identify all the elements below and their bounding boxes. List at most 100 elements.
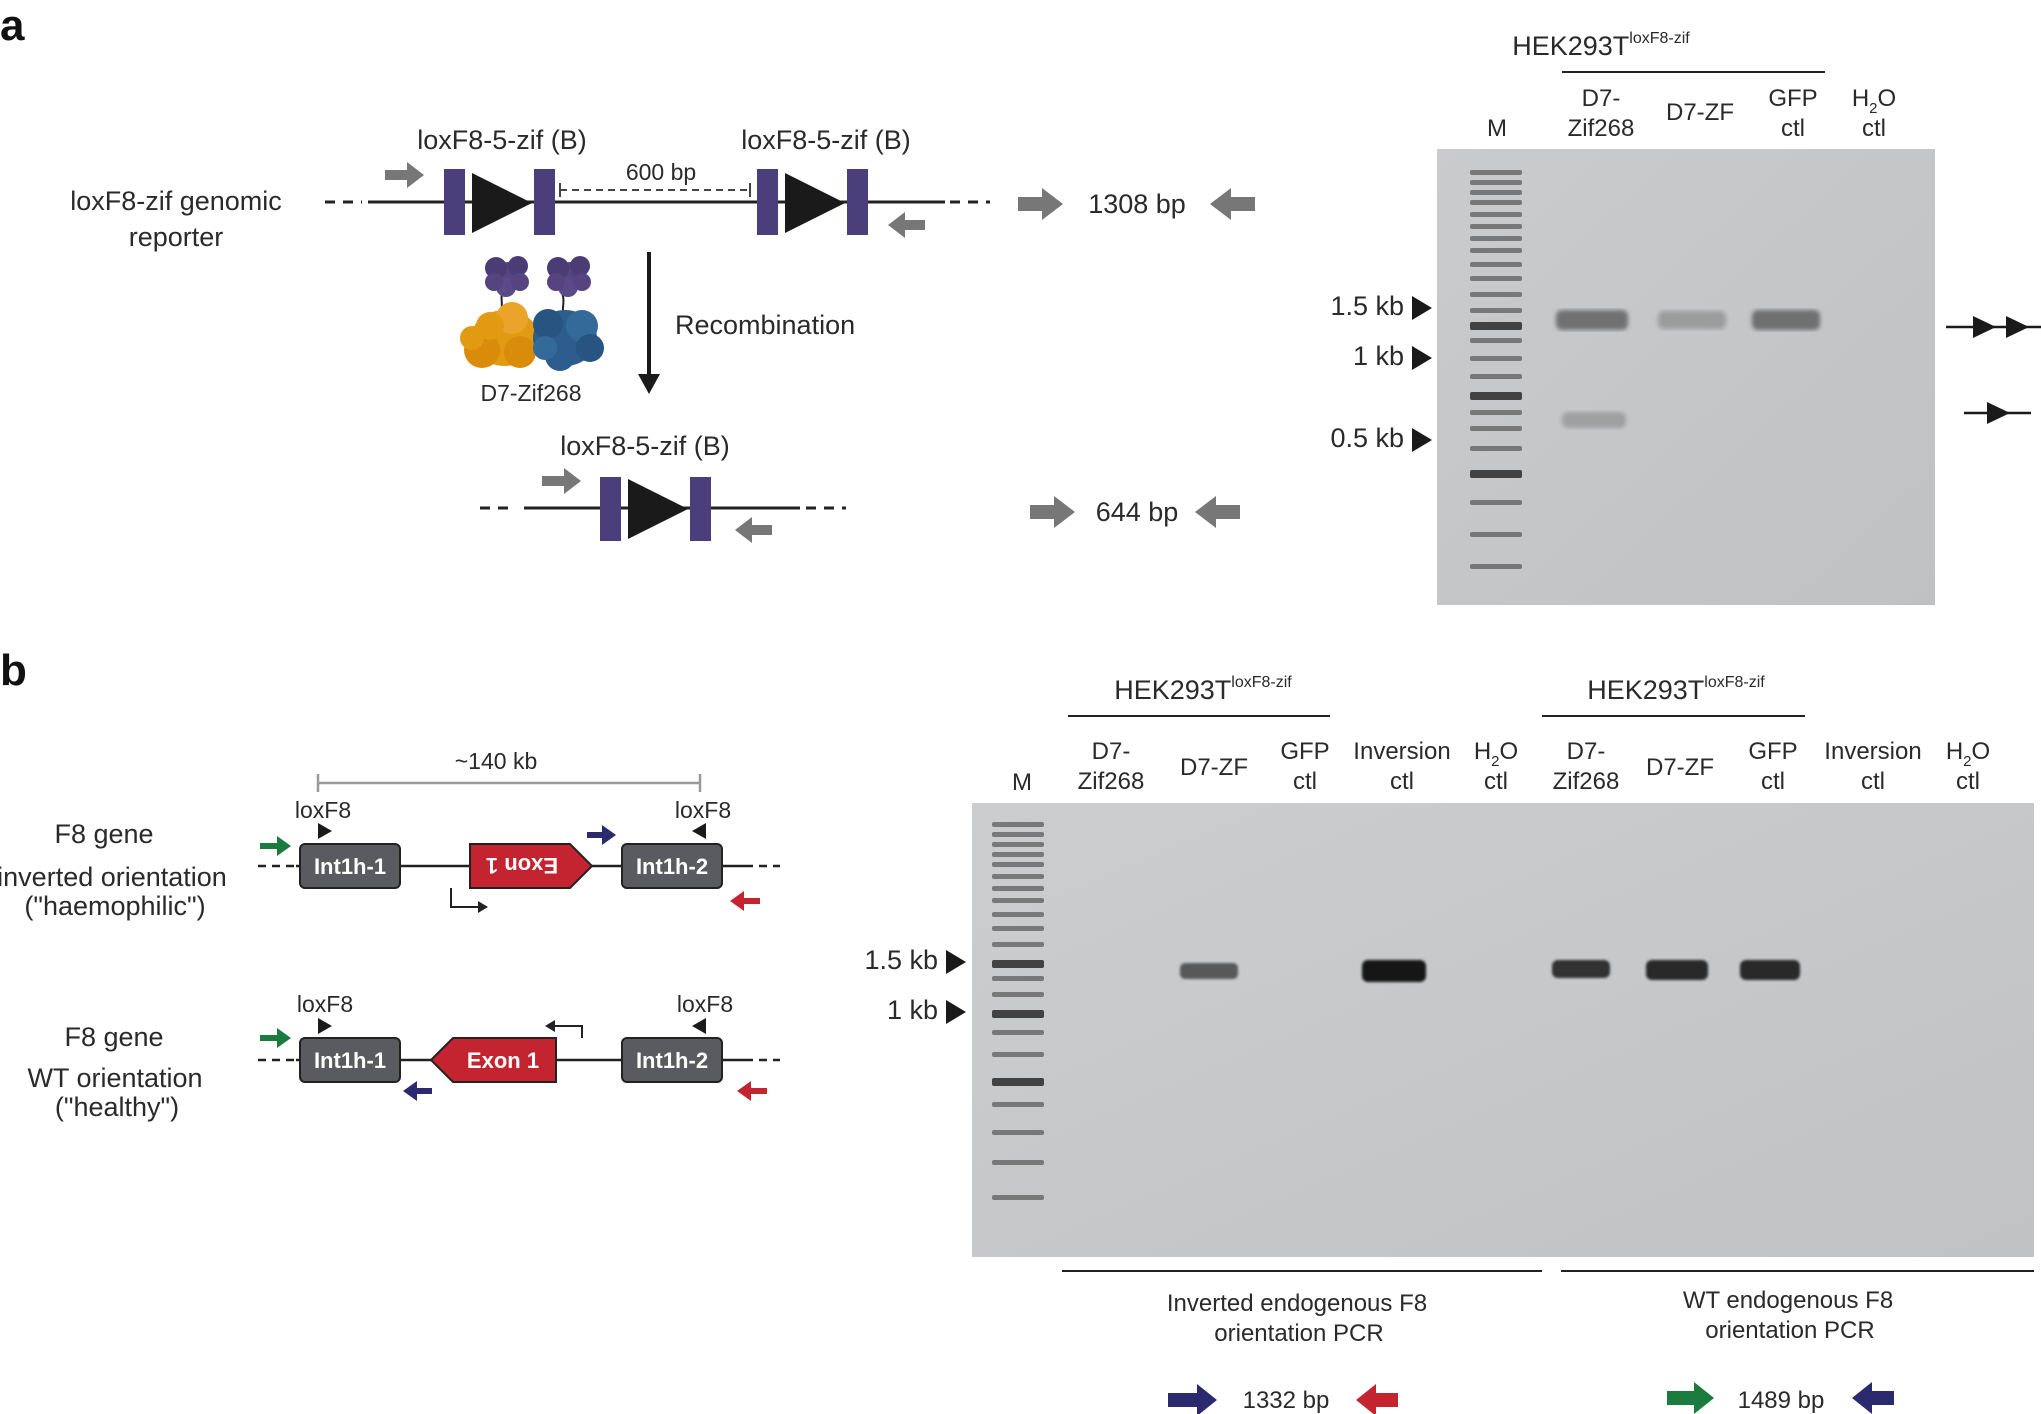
gel-b-lane-label: ctl: [1484, 768, 1508, 795]
ladder-band: [992, 822, 1044, 827]
gel-b-lane-label: Inversion: [1353, 738, 1450, 765]
gel-a-ladder-marker: [1412, 346, 1432, 370]
ladder-band: [1470, 248, 1522, 253]
gel-a-ladder: [1470, 170, 1522, 569]
gel-b-ladder-1.5kb: 1.5 kb: [864, 945, 938, 975]
ladder-band: [1470, 500, 1522, 505]
pcr-wt-line1: WT endogenous F8: [1683, 1287, 1893, 1314]
ladder-band: [992, 1078, 1044, 1086]
gel-b-lane-label: GFP: [1280, 738, 1329, 765]
ladder-band: [992, 992, 1044, 997]
gel-a-marker-label: M: [1487, 115, 1507, 142]
int1-inv-label: Int1h-1: [314, 854, 386, 879]
ladder-band: [1470, 236, 1522, 241]
recombinase-protein-illustration: [460, 256, 604, 371]
ladder-band: [1470, 190, 1522, 195]
gel-a-cell-line: HEK293TloxF8-zif: [1512, 30, 1690, 61]
ladder-band: [992, 926, 1044, 931]
ladder-band: [1470, 200, 1522, 205]
site-left-label: loxF8-5-zif (B): [417, 125, 587, 155]
gel-a-ladder-1.5kb: 1.5 kb: [1330, 291, 1404, 321]
size-full-arrows: [1018, 188, 1255, 220]
distance-label: ~140 kb: [455, 748, 538, 774]
ladder-band: [1470, 426, 1522, 431]
recombination-arrow: [638, 252, 660, 394]
loxf8-label-wt-right: loxF8: [677, 991, 733, 1017]
gel-b-ladder: [992, 822, 1044, 1200]
gel-b-cell-line-left: HEK293TloxF8-zif: [1114, 674, 1292, 705]
gel-a-band: [1562, 412, 1626, 428]
lox-flank-box: [690, 477, 711, 541]
gel-a-lane4-l1: H2O: [1852, 85, 1896, 117]
ladder-band: [992, 886, 1044, 891]
gel-b-lane-label: Zif268: [1553, 768, 1620, 795]
ladder-band: [1470, 170, 1522, 175]
ladder-band: [992, 852, 1044, 857]
gel-b-lane-label: ctl: [1761, 768, 1785, 795]
gel-b-lane-label: GFP: [1748, 738, 1797, 765]
exon-inv-label: Exon 1: [486, 853, 558, 878]
gel-a-lane1-l1: D7-: [1582, 85, 1621, 112]
ladder-band: [1470, 276, 1522, 281]
lox-triangle: [785, 173, 845, 233]
int2-inv-label: Int1h-2: [636, 854, 708, 879]
gel-b-marker-label: M: [1012, 769, 1032, 796]
wt-line1: F8 gene: [64, 1022, 163, 1052]
gel-b-lane-label: D7-: [1567, 738, 1606, 765]
ladder-band: [1470, 262, 1522, 267]
lox-flank-box: [534, 169, 555, 235]
gel-b-lane-label: D7-: [1092, 738, 1131, 765]
ladder-band: [992, 1102, 1044, 1107]
loxf8-label-wt-left: loxF8: [297, 991, 353, 1017]
lox-triangle: [628, 479, 688, 539]
wt-line2: WT orientation: [27, 1063, 202, 1093]
gel-a-lane3-l1: GFP: [1768, 85, 1817, 112]
lox-flank-box: [757, 169, 778, 235]
gel-a-lane2-l1: D7-ZF: [1666, 99, 1734, 126]
ladder-band: [1470, 292, 1522, 297]
gel-a-ladder-0.5kb: 0.5 kb: [1330, 423, 1404, 453]
lox-flank-box: [847, 169, 868, 235]
ladder-band: [992, 862, 1044, 867]
ladder-band: [1470, 470, 1522, 478]
ladder-band: [992, 1010, 1044, 1018]
gel-b-band: [1180, 963, 1238, 979]
gel-b-lane-label: ctl: [1861, 768, 1885, 795]
ladder-band: [1470, 322, 1522, 330]
product-site-label: loxF8-5-zif (B): [560, 431, 730, 461]
ladder-band: [1470, 338, 1522, 343]
ladder-band: [992, 912, 1044, 917]
ladder-band: [992, 960, 1044, 968]
int2-wt-label: Int1h-2: [636, 1048, 708, 1073]
inverted-construct: [258, 823, 780, 913]
ladder-band: [1470, 392, 1522, 400]
gel-b-band: [1552, 960, 1610, 978]
distance-bracket: [316, 774, 702, 792]
ladder-band: [1470, 564, 1522, 569]
gel-a-ladder-marker: [1412, 428, 1432, 452]
ladder-band: [1470, 308, 1522, 313]
gel-b-ladder-marker: [946, 950, 966, 974]
ladder-band: [992, 1052, 1044, 1057]
ladder-band: [1470, 180, 1522, 185]
inverted-line2: inverted orientation: [0, 862, 227, 892]
reporter-label-line2: reporter: [129, 222, 224, 252]
gel-a-lane1-l2: Zif268: [1568, 115, 1635, 142]
gel-b-lane-label: D7-ZF: [1180, 754, 1248, 781]
inverted-line3: ("haemophilic"): [24, 891, 205, 921]
spacer-label: 600 bp: [626, 159, 696, 185]
ladder-band: [992, 874, 1044, 879]
gel-b-band: [1646, 960, 1708, 980]
protein-label: D7-Zif268: [481, 380, 582, 406]
gel-b-lane-label: H2O: [1946, 738, 1990, 770]
gel-b-lane-label: Inversion: [1824, 738, 1921, 765]
lox-flank-box: [444, 169, 465, 235]
lox-triangle: [472, 173, 532, 233]
gel-a-band: [1658, 311, 1726, 329]
ladder-band: [1470, 356, 1522, 361]
gel-b-ladder-1kb: 1 kb: [887, 995, 938, 1025]
pcr-inverted-primers: [1168, 1384, 1398, 1414]
panel-a-letter: a: [0, 1, 25, 50]
gel-a-image: [1437, 149, 1935, 605]
loxf8-label-inv-left: loxF8: [295, 797, 351, 823]
